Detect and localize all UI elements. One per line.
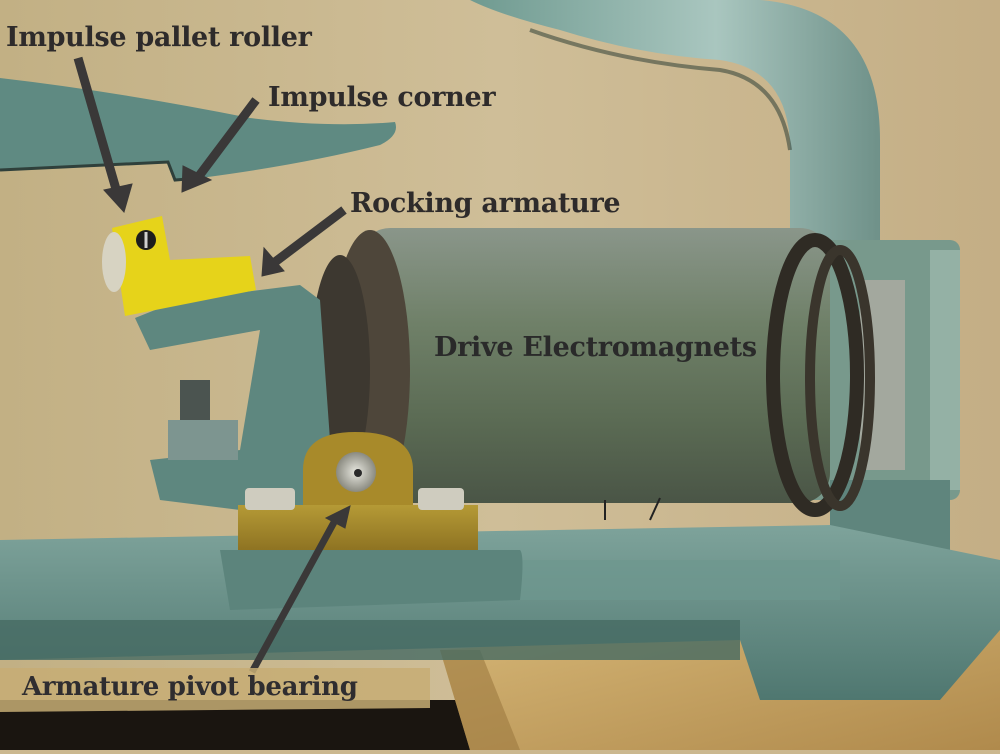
adjusting-screw [180,380,210,420]
arrow-rocking-armature [272,206,347,266]
label-impulse-pallet-roller: Impulse pallet roller [6,22,312,53]
label-armature-pivot-bearing: Armature pivot bearing [22,672,358,702]
casting-arch [470,0,880,300]
bottom-label-strip [0,668,430,712]
bearing-screw-left [245,488,295,510]
bearing-screw-right [418,488,464,510]
electromagnet-coil [360,228,830,503]
arrow-impulse-corner [192,97,260,183]
pallet-roller [102,232,126,292]
coil-ring [766,233,864,517]
arrow-pallet-roller [73,56,123,198]
label-drive-electromagnets: Drive Electromagnets [434,332,757,363]
bearing-mount [220,550,523,610]
arrow-head-pivot-bearing [324,505,351,529]
lock-nut [168,420,238,460]
impulse-pallet-arm [0,78,396,180]
arrow-head-rocking-armature [261,246,285,277]
arrow-head-pallet-roller [103,183,133,214]
bearing-block [238,505,478,555]
arrow-pivot-bearing [248,513,342,674]
arrow-head-impulse-corner [181,165,213,193]
label-rocking-armature: Rocking armature [350,188,621,219]
armature-bracket [135,285,330,520]
annotation-arrows [73,56,351,674]
label-impulse-corner: Impulse corner [268,82,496,113]
